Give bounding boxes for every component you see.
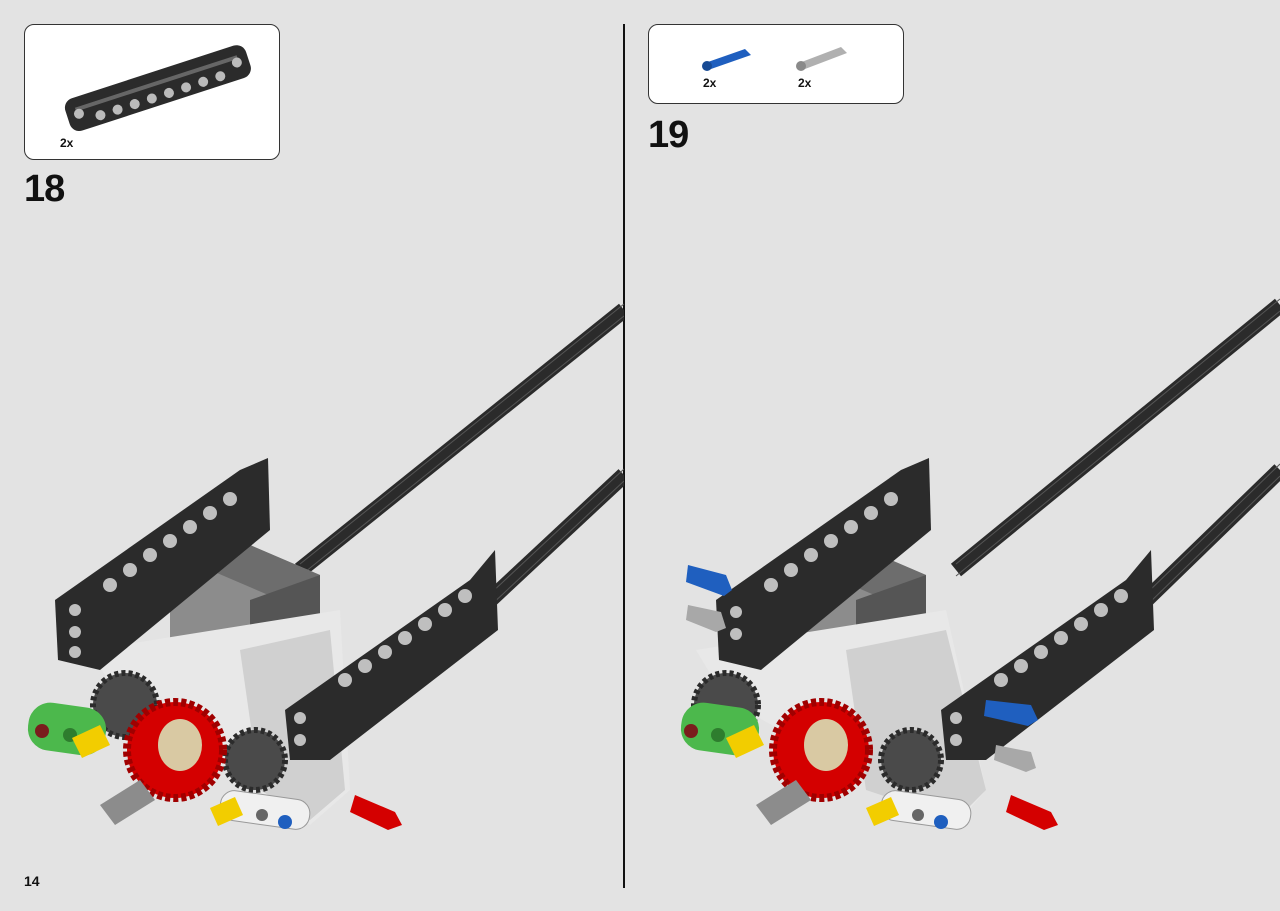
- step-18-page: 2x 18: [0, 0, 624, 911]
- part-qty: 2x: [60, 136, 74, 150]
- part-qty-gray: 2x: [798, 76, 812, 90]
- step-number: 19: [648, 114, 689, 156]
- parts-callout-step-19: 2x 2x: [648, 24, 904, 104]
- step-18-assembly-illustration: [27, 303, 624, 830]
- parts-callout-step-18: 2x: [24, 24, 280, 160]
- step-number: 18: [24, 168, 65, 210]
- page-number: 14: [24, 873, 40, 889]
- black-panel-part-icon: [64, 45, 251, 132]
- part-qty-blue: 2x: [703, 76, 717, 90]
- step-19-assembly-illustration: [680, 298, 1280, 830]
- step-19-page: 2x 2x 19: [626, 0, 1280, 911]
- pin-parts-icons: [702, 47, 847, 71]
- gray-pin-icon: [796, 47, 847, 71]
- blue-axle-pin-icon: [702, 49, 751, 71]
- page-divider: [623, 24, 625, 888]
